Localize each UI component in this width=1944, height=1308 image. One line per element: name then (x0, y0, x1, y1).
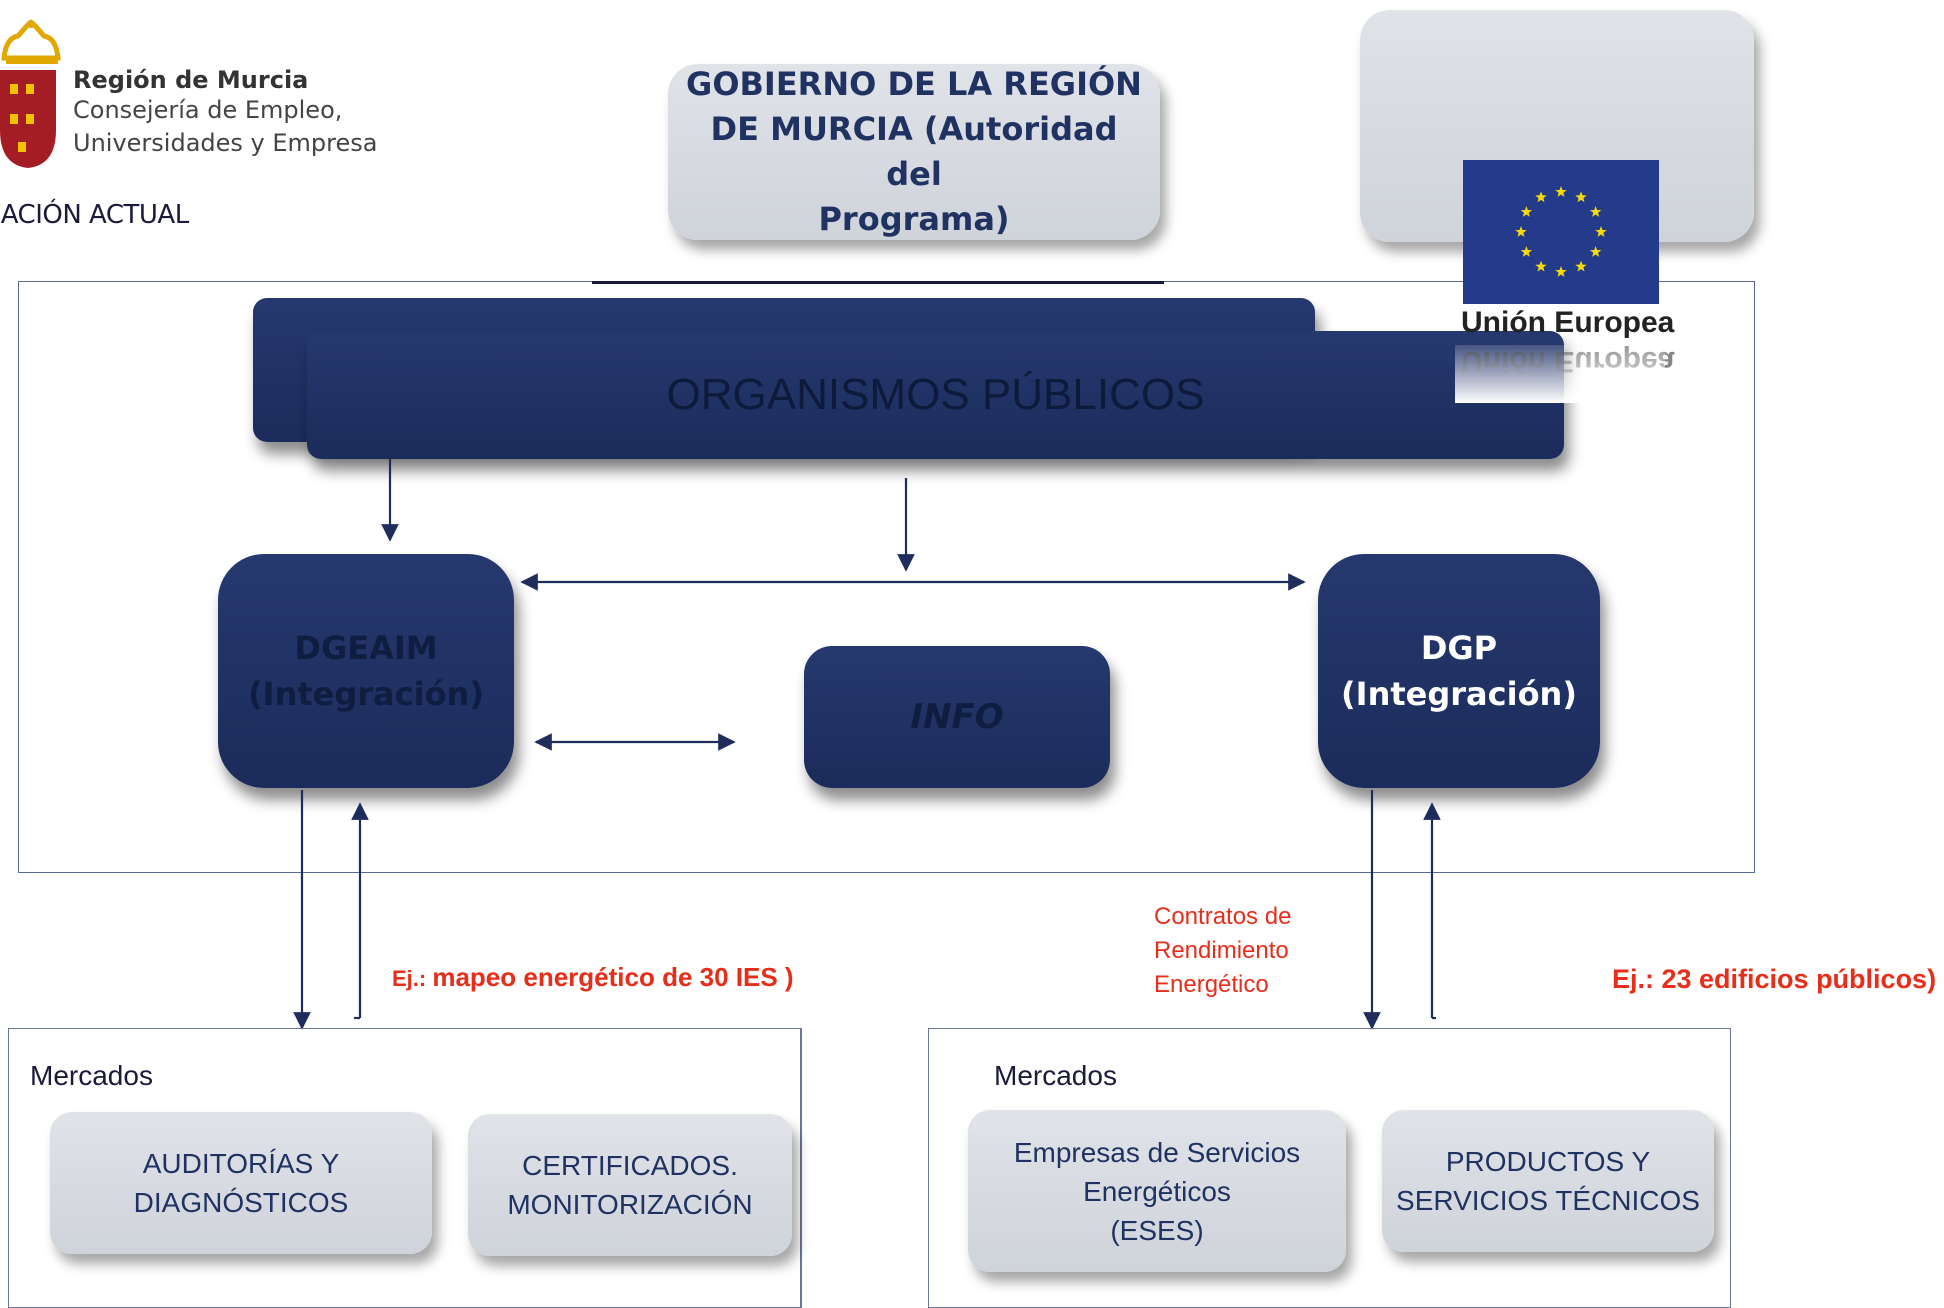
annotation-right: Ej.: 23 edificios públicos) (1612, 964, 1937, 994)
gobierno-line3: Programa) (818, 200, 1010, 238)
section-title: JACIÓN ACTUAL (0, 200, 189, 230)
dgeaim-line2: (Integración) (248, 675, 484, 713)
eses-line1: Empresas de Servicios (1013, 1136, 1301, 1168)
organismos-box: ORGANISMOS PÚBLICOS (307, 331, 1564, 459)
gobierno-line1: GOBIERNO DE LA REGIÓN (686, 65, 1142, 103)
eu-star-icon (1535, 260, 1547, 272)
market-title-left: Mercados (30, 1060, 153, 1091)
logo-subtitle-line2: Universidades y Empresa (73, 129, 378, 157)
dgeaim-box: DGEAIM (Integración) (218, 554, 514, 788)
eu-star-icon (1575, 191, 1587, 203)
eses-line3: (ESES) (1110, 1214, 1204, 1246)
contratos-line1: Contratos de (1154, 903, 1292, 930)
market-box-auditorias: AUDITORÍAS Y DIAGNÓSTICOS (50, 1112, 432, 1254)
productos-line1: PRODUCTOS Y (1445, 1146, 1651, 1177)
market-title-right: Mercados (994, 1060, 1117, 1091)
contratos-annotation: Contratos de Rendimiento Energético (1154, 900, 1344, 1002)
crown-icon (1, 19, 61, 64)
logo-subtitle-line1: Consejería de Empleo, (73, 96, 343, 124)
eu-star-icon (1555, 186, 1567, 197)
annotation-left-prefix: Ej.: (392, 966, 433, 991)
certificados-line1: CERTIFICADOS. (522, 1150, 738, 1181)
logo-subtitle: Consejería de Empleo, Universidades y Em… (73, 94, 377, 160)
eu-star-icon (1575, 260, 1587, 272)
info-label: INFO (910, 697, 1004, 737)
dgp-line1: DGP (1420, 629, 1498, 667)
market-box-productos: PRODUCTOS Y SERVICIOS TÉCNICOS (1382, 1110, 1714, 1252)
organismos-label: ORGANISMOS PÚBLICOS (666, 370, 1205, 419)
eu-star-icon (1589, 206, 1602, 217)
gobierno-box: GOBIERNO DE LA REGIÓN DE MURCIA (Autorid… (668, 64, 1160, 240)
market-box-eses: Empresas de Servicios Energéticos (ESES) (968, 1110, 1346, 1272)
annotation-left-text: mapeo energético de 30 IES ) (432, 962, 794, 992)
contratos-line2: Rendimiento (1154, 937, 1289, 964)
eu-star-icon (1520, 206, 1533, 217)
contratos-line3: Energético (1154, 971, 1269, 998)
dgeaim-line1: DGEAIM (294, 629, 438, 667)
eu-star-icon (1520, 246, 1533, 257)
annotation-left: Ej.: mapeo energético de 30 IES ) (392, 962, 794, 993)
eu-star-icon (1535, 191, 1547, 203)
dgp-box: DGP (Integración) (1318, 554, 1600, 788)
certificados-line2: MONITORIZACIÓN (507, 1189, 753, 1220)
coat-of-arms-icon (0, 70, 56, 168)
market-box-certificados: CERTIFICADOS. MONITORIZACIÓN (468, 1114, 792, 1256)
eses-line2: Energéticos (1083, 1175, 1231, 1207)
eu-star-icon (1595, 226, 1607, 237)
eu-label: Unión Europea (1461, 306, 1675, 339)
eu-flag-icon (1463, 160, 1659, 304)
eu-star-icon (1555, 266, 1567, 277)
eu-star-icon (1589, 246, 1602, 257)
productos-line2: SERVICIOS TÉCNICOS (1396, 1185, 1700, 1216)
gobierno-line2: DE MURCIA (Autoridad del (710, 110, 1118, 193)
auditorias-line1: AUDITORÍAS Y (142, 1148, 340, 1179)
logo-title: Región de Murcia (73, 66, 309, 94)
dgp-line2: (Integración) (1341, 675, 1577, 713)
auditorias-line2: DIAGNÓSTICOS (133, 1187, 349, 1218)
info-box: INFO (804, 646, 1110, 788)
eu-star-icon (1515, 226, 1527, 237)
eu-reflection-fade (1455, 345, 1665, 403)
gobierno-connector-line (592, 281, 1164, 284)
